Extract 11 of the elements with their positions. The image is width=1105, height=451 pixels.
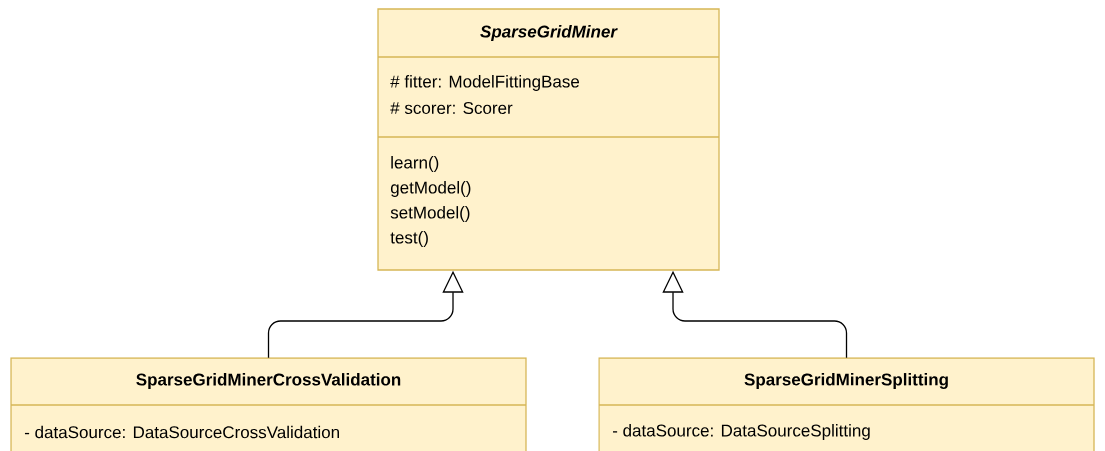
class-member: getModel()	[390, 181, 471, 197]
class-name: SparseGridMiner	[480, 25, 618, 41]
class-name: SparseGridMinerSplitting	[744, 373, 948, 389]
class-member: - dataSource: DataSourceCrossValidation	[24, 425, 339, 439]
class-member: test()	[390, 231, 428, 247]
class-member: # fitter: ModelFittingBase	[390, 75, 580, 91]
class-member: - dataSource: DataSourceSplitting	[612, 424, 870, 440]
class-member: # scorer: Scorer	[390, 102, 513, 115]
class-member: learn()	[391, 156, 439, 172]
class-member: setModel()	[390, 206, 470, 222]
class-name: SparseGridMinerCrossValidation	[136, 373, 401, 389]
